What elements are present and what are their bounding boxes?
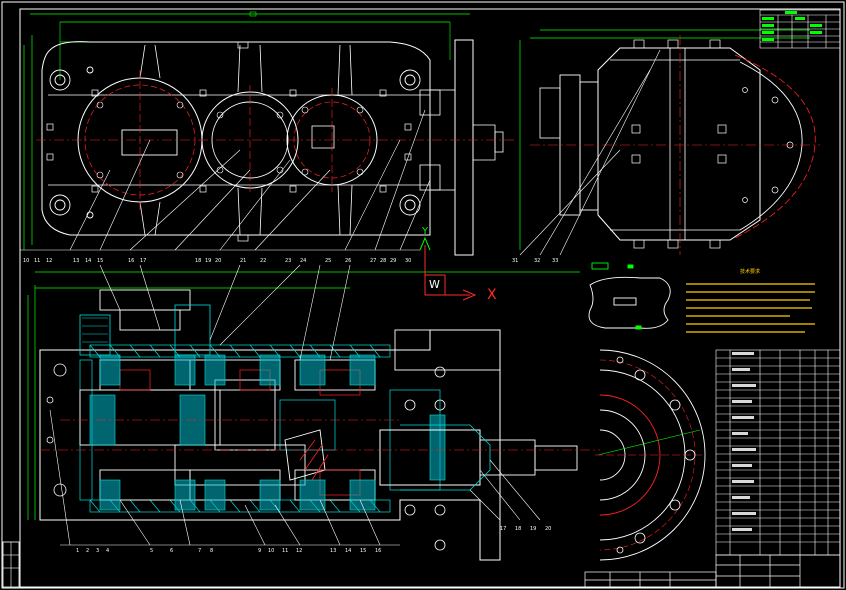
svg-text:25: 25	[325, 258, 331, 264]
svg-text:18: 18	[195, 258, 201, 264]
svg-text:22: 22	[260, 258, 266, 264]
svg-text:23: 23	[285, 258, 291, 264]
svg-text:15: 15	[360, 548, 366, 554]
svg-text:1: 1	[76, 548, 79, 554]
svg-text:13: 13	[330, 548, 336, 554]
svg-text:16: 16	[375, 548, 381, 554]
svg-text:5: 5	[150, 548, 153, 554]
side-view: 31 32 33	[512, 29, 820, 264]
ucs-icon	[419, 236, 477, 301]
svg-text:18: 18	[515, 526, 521, 532]
svg-text:13: 13	[73, 258, 79, 264]
svg-text:6: 6	[170, 548, 173, 554]
tech-requirements-title: 技术要求	[740, 268, 760, 275]
svg-text:9: 9	[258, 548, 261, 554]
svg-text:30: 30	[405, 258, 411, 264]
svg-text:19: 19	[530, 526, 536, 532]
svg-text:7: 7	[198, 548, 201, 554]
svg-text:26: 26	[345, 258, 351, 264]
svg-text:32: 32	[534, 258, 540, 264]
ucs-x-label: X	[487, 287, 497, 303]
svg-text:4: 4	[106, 548, 109, 554]
svg-text:10: 10	[23, 258, 29, 264]
parts-list-table	[715, 349, 841, 556]
svg-text:28: 28	[380, 258, 386, 264]
svg-text:20: 20	[545, 526, 551, 532]
svg-text:33: 33	[552, 258, 558, 264]
svg-text:17: 17	[500, 526, 506, 532]
ucs-w-label: W	[429, 278, 440, 291]
drawing-inner-border	[19, 8, 841, 588]
svg-text:14: 14	[85, 258, 91, 264]
svg-text:24: 24	[300, 258, 306, 264]
svg-text:16: 16	[128, 258, 134, 264]
svg-text:8: 8	[210, 548, 213, 554]
svg-text:19: 19	[205, 258, 211, 264]
svg-text:17: 17	[140, 258, 146, 264]
svg-text:3: 3	[96, 548, 99, 554]
svg-text:27: 27	[370, 258, 376, 264]
front-view: 10 11 12 13 14 15 16 17 18 19 20 21 22 23 24 25 26…	[20, 11, 515, 264]
detail-flange	[595, 325, 706, 561]
svg-text:15: 15	[97, 258, 103, 264]
parameter-table	[759, 9, 841, 49]
svg-text:12: 12	[46, 258, 52, 264]
title-block	[584, 554, 841, 588]
svg-text:14: 14	[345, 548, 351, 554]
svg-text:20: 20	[215, 258, 221, 264]
svg-text:11: 11	[282, 548, 288, 554]
detail-oil-groove	[588, 262, 671, 329]
svg-text:11: 11	[34, 258, 40, 264]
svg-text:10: 10	[268, 548, 274, 554]
svg-text:2: 2	[86, 548, 89, 554]
svg-text:12: 12	[296, 548, 302, 554]
svg-text:31: 31	[512, 258, 518, 264]
svg-text:21: 21	[240, 258, 246, 264]
ucs-y-label: Y	[422, 226, 429, 237]
technical-notes: 技术要求	[686, 268, 815, 333]
svg-text:29: 29	[390, 258, 396, 264]
